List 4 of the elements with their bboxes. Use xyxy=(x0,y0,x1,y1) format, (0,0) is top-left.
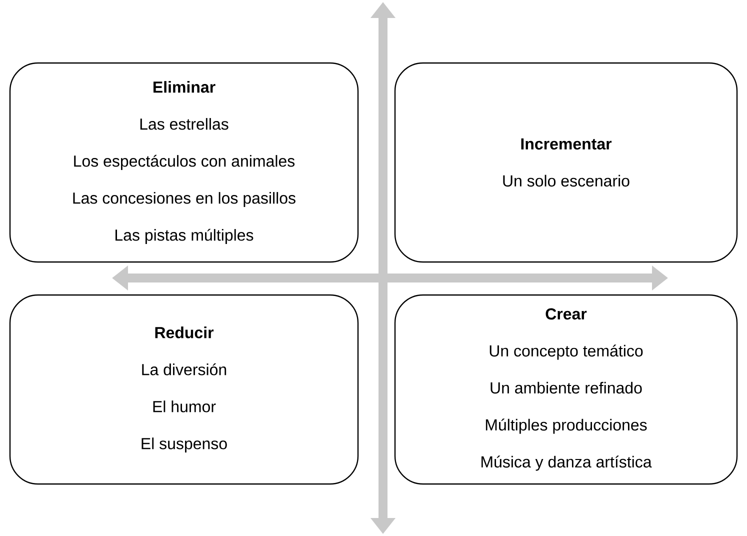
text-box: Eliminar Las estrellas Los espectáculos con animales Las concesiones en los pasillos Las pistas múltiples xyxy=(9,62,359,263)
text-box: Incrementar Un solo escenario xyxy=(394,62,738,263)
text-box: Crear Un concepto temático Un ambiente refinado Múltiples producciones Música y danza artística xyxy=(394,294,738,485)
text-box: Reducir La diversión El humor El suspenso xyxy=(9,294,359,485)
